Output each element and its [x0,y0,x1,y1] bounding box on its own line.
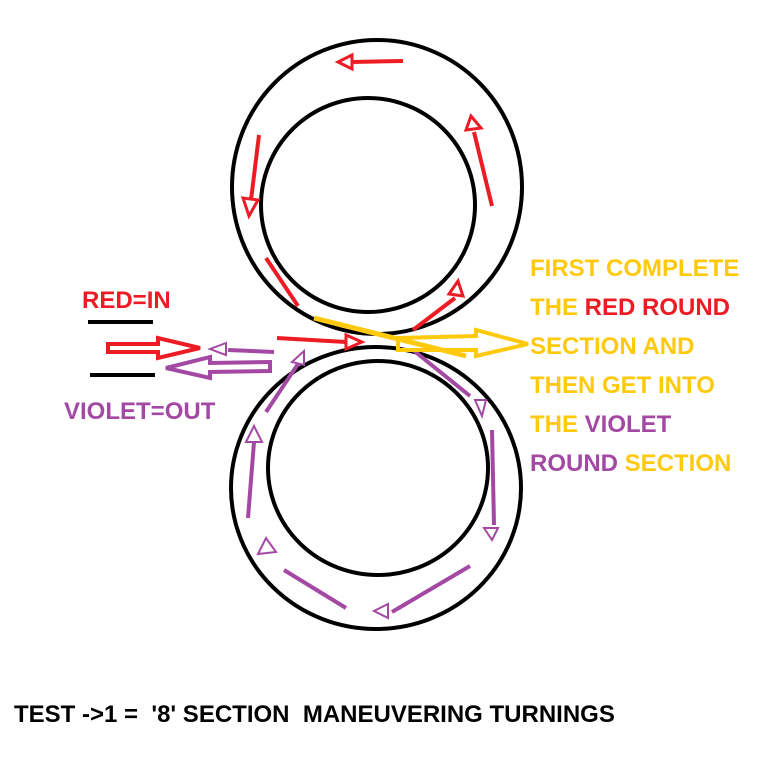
violet-arrow-icon [244,423,264,443]
instruction-text: FIRST COMPLETE THE RED ROUND SECTION AND… [530,255,739,477]
violet-arrow-icon [256,536,278,556]
violet-path-segment [227,348,275,354]
instruction-line-2: THE RED ROUND [530,294,730,321]
yellow-arrow-icon [396,327,529,359]
instruction-line-1: FIRST COMPLETE [530,255,739,282]
red-arrow-icon [334,52,354,72]
top-inner-ring [259,96,477,314]
violet-path-segment [490,429,496,526]
violet-route [165,341,500,620]
red-arrow-icon [240,196,261,220]
red-in-label: RED=IN [82,287,171,314]
violet-path-segment [282,568,348,610]
diagram-title: TEST ->1 = '8' SECTION MANEUVERING TURNI… [14,701,615,728]
red-arrow-icon [446,277,466,298]
red-path-segment [411,296,457,332]
violet-exit-arrow [165,354,272,381]
violet-arrow-icon [473,399,488,420]
red-arrow-icon [344,332,366,352]
lane-marks [88,320,155,377]
violet-arrow-icon [289,348,305,367]
bottom-inner-ring [266,359,490,577]
instruction-line-2-b: RED ROUND [585,294,730,321]
yellow-crossing [313,315,529,359]
instruction-line-6-b: SECTION [618,450,731,477]
instruction-line-3: SECTION AND [530,333,694,360]
red-path-segment [351,59,404,64]
violet-arrow-icon [482,527,500,542]
red-path-segment [276,336,347,344]
instruction-line-4: THEN GET INTO [530,372,715,399]
violet-path-segment [264,362,300,414]
instruction-line-5-a: THE [530,411,585,438]
instruction-line-2-a: THE [530,294,585,321]
violet-path-segment [390,564,472,614]
instruction-line-6-a: ROUND [530,450,618,477]
red-path-segment [249,134,261,201]
top-outer-ring [230,38,524,336]
red-entry-arrow [106,335,201,361]
instruction-line-5-b: VIOLET [585,411,672,438]
instruction-line-6: ROUND SECTION [530,450,731,477]
red-path-segment [264,256,300,308]
bottom-outer-ring [229,345,523,631]
red-path-segment [472,131,494,207]
violet-out-label: VIOLET=OUT [64,398,216,425]
violet-arrow-icon [371,602,389,620]
violet-path-segment [246,441,256,519]
violet-arrow-icon [207,341,227,357]
violet-path-segment [411,348,472,398]
red-arrow-icon [463,113,484,132]
red-route [106,52,494,361]
instruction-line-5: THE VIOLET [530,411,672,438]
